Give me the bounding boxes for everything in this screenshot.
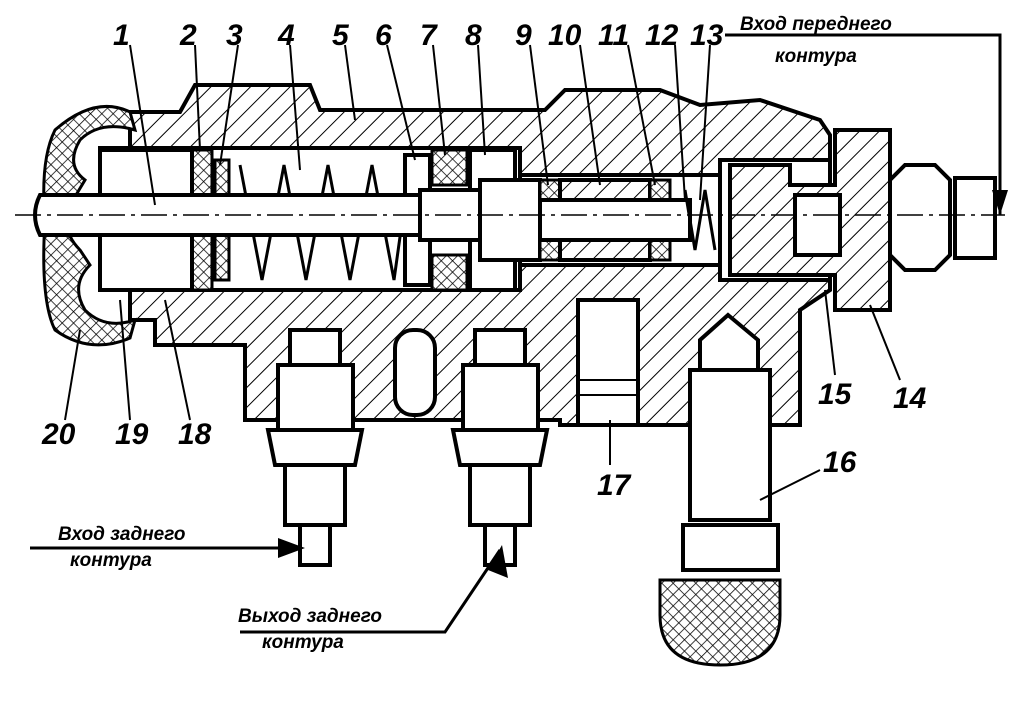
rear-outlet-fitting xyxy=(450,328,550,567)
callout-3: 3 xyxy=(226,19,243,52)
seal-7-bottom xyxy=(430,253,469,292)
spring-4 xyxy=(238,164,412,281)
rear-outlet-label-line1: Выход заднего xyxy=(238,606,382,627)
protective-boot xyxy=(42,104,138,347)
callout-10: 10 xyxy=(548,19,582,52)
leader-lines xyxy=(64,44,901,501)
callout-9: 9 xyxy=(515,19,532,52)
callout-numbers: 1 2 3 4 5 6 7 8 9 10 11 12 13 14 15 16 1… xyxy=(41,19,927,502)
valve-stem xyxy=(538,198,692,242)
callout-20: 20 xyxy=(41,418,76,451)
plug-17 xyxy=(576,298,640,427)
callout-19: 19 xyxy=(115,418,149,451)
nut xyxy=(888,163,952,272)
callout-5: 5 xyxy=(332,19,350,52)
callout-11: 11 xyxy=(598,19,629,52)
flow-arrows xyxy=(30,33,1008,634)
callout-8: 8 xyxy=(465,19,482,52)
bleeder-16 xyxy=(658,312,782,667)
front-inlet-label-line1: Вход переднего xyxy=(740,14,892,35)
rear-inlet-fitting xyxy=(265,328,365,567)
front-inlet-label-line2: контура xyxy=(775,46,857,67)
callout-12: 12 xyxy=(645,19,679,52)
rear-inlet-label-line2: контура xyxy=(70,550,152,571)
callout-13: 13 xyxy=(690,19,724,52)
rear-outlet-label-line2: контура xyxy=(262,632,344,653)
seal-7-top xyxy=(430,148,469,187)
callout-16: 16 xyxy=(823,446,857,479)
pipe-nut xyxy=(953,176,997,260)
rear-inlet-label-line1: Вход заднего xyxy=(58,524,186,545)
captions: Вход переднего контура Вход заднего конт… xyxy=(58,14,892,653)
callout-17: 17 xyxy=(597,469,632,502)
union-bore xyxy=(793,193,842,257)
callout-2: 2 xyxy=(179,19,197,52)
callout-15: 15 xyxy=(818,378,853,411)
callout-6: 6 xyxy=(375,19,392,52)
callout-14: 14 xyxy=(893,382,927,415)
lower-cavity xyxy=(393,328,437,417)
callout-4: 4 xyxy=(277,19,295,52)
callout-18: 18 xyxy=(178,418,212,451)
valve-head-9 xyxy=(478,178,542,262)
spring-13 xyxy=(683,189,717,251)
callout-7: 7 xyxy=(420,19,438,52)
callout-1: 1 xyxy=(113,19,130,52)
